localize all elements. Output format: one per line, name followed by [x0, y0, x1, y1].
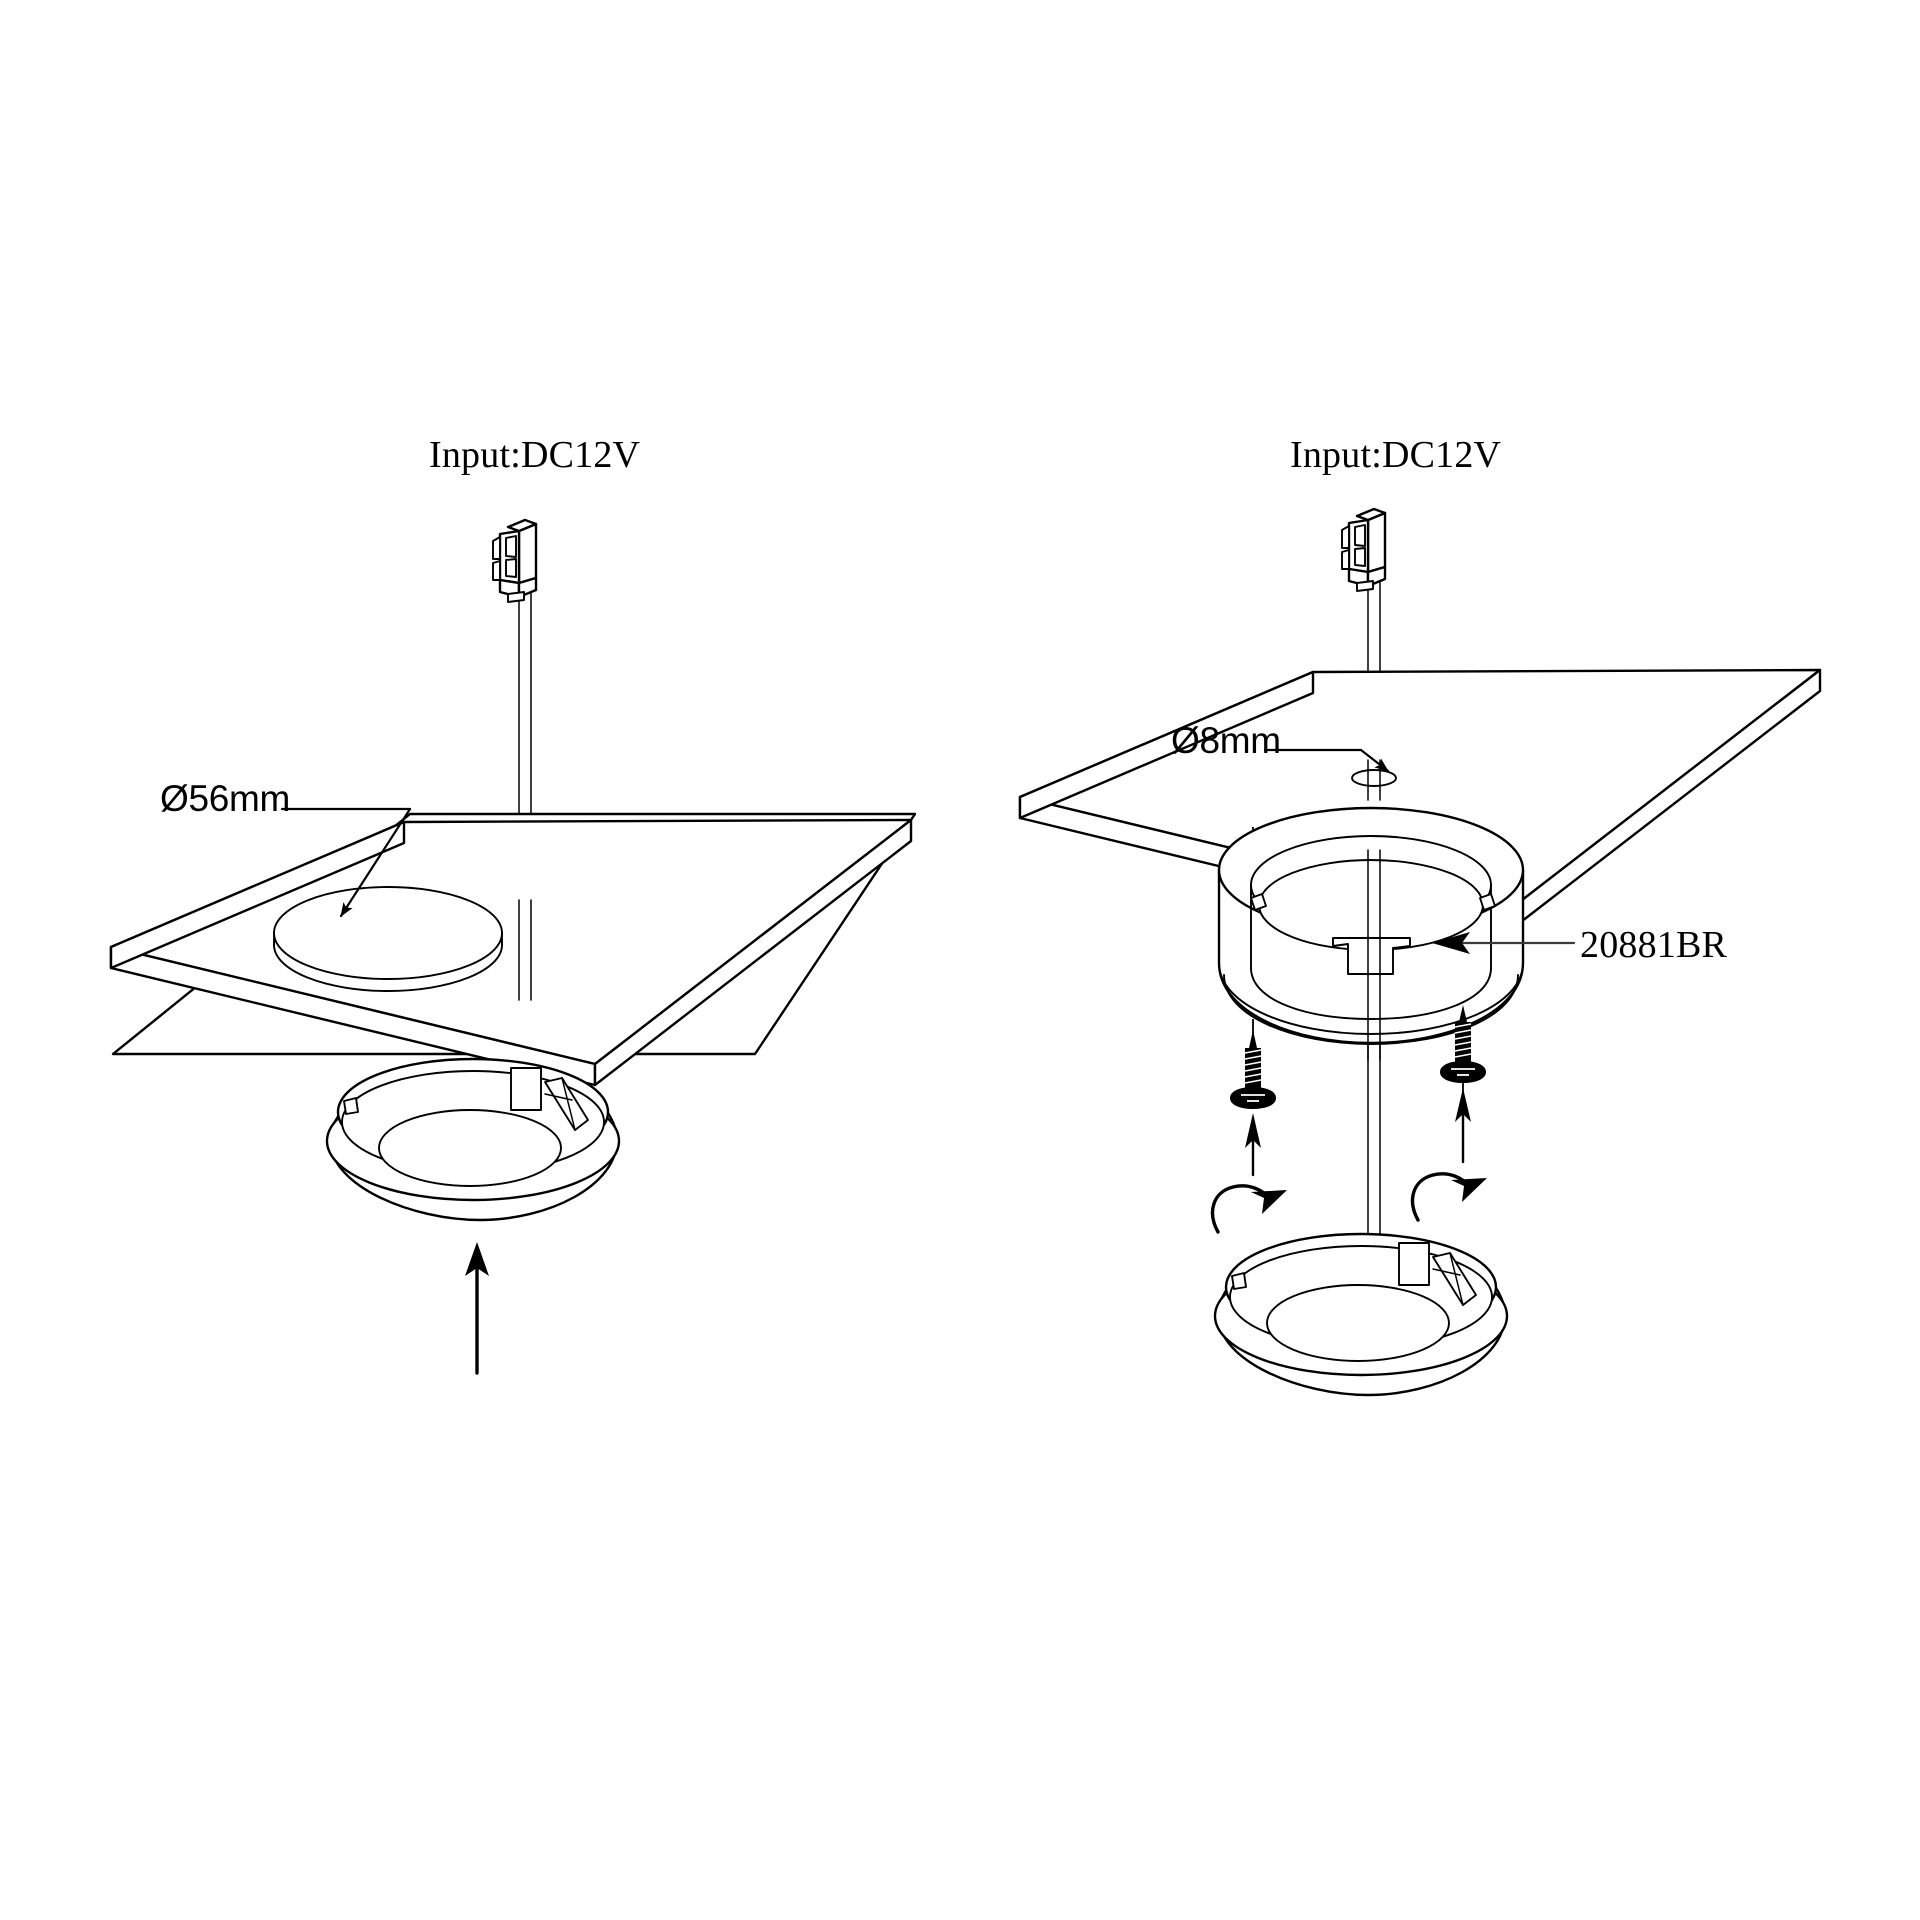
right-panel-assembly: [1018, 507, 1822, 1397]
right-part-number-label: 20881BR: [1580, 924, 1728, 966]
left-push-up-arrow: [465, 1242, 489, 1375]
left-puck-light: [325, 1057, 621, 1222]
right-spring-clip-left: [1231, 1272, 1247, 1290]
left-dc-connector: [492, 518, 538, 603]
left-board-cutout: [273, 886, 503, 992]
right-screw-arrow-left: [1245, 1113, 1261, 1177]
right-puck-light: [1213, 1232, 1509, 1397]
left-spring-clip-left: [343, 1097, 359, 1115]
left-hole-dim-leader: [280, 807, 412, 918]
right-mounting-ring: [1217, 806, 1525, 1061]
right-screw-arrow-right: [1455, 1088, 1471, 1164]
right-rotate-arrow-left: [1210, 1184, 1287, 1234]
right-dc-connector: [1341, 507, 1387, 592]
left-panel-title: Input:DC12V: [429, 434, 641, 476]
left-panel-assembly: [109, 518, 917, 1375]
right-hole-dim-leader: [1263, 748, 1390, 773]
right-part-number-leader: [1432, 932, 1576, 954]
left-spring-clip-right: [544, 1077, 589, 1131]
right-spring-clip-right: [1432, 1252, 1477, 1306]
right-screw-right: [1440, 1005, 1486, 1083]
right-screw-left: [1230, 1030, 1276, 1109]
right-cable-hole-diameter-label: Ø8mm: [1171, 720, 1281, 761]
left-cable-through-hole: [518, 899, 532, 1001]
right-panel-title: Input:DC12V: [1290, 434, 1502, 476]
left-board-slab: [109, 818, 913, 1087]
right-cable-hole: [1351, 769, 1397, 787]
right-rotate-arrow-right: [1410, 1172, 1487, 1222]
left-hole-diameter-label: Ø56mm: [160, 778, 291, 819]
